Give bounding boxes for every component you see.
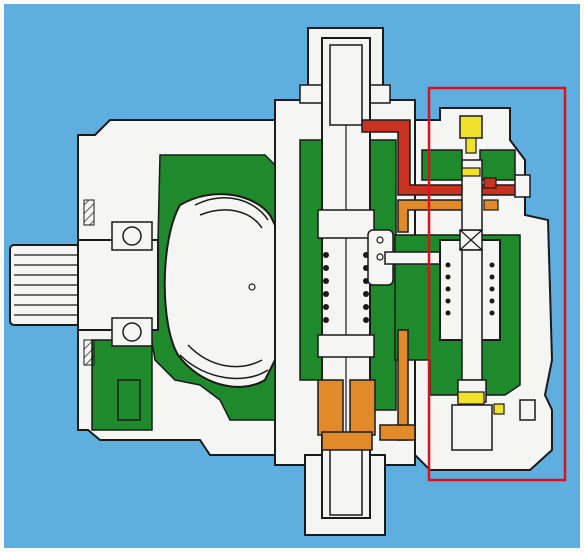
- bearing-icon: [83, 199, 153, 366]
- control-piston: [317, 329, 416, 451]
- splined-shaft-icon: [9, 239, 159, 331]
- swashplate-icon: [163, 193, 276, 388]
- port-fitting: [514, 174, 536, 421]
- valve-spring: [445, 262, 495, 316]
- adjust-screw: [457, 115, 505, 415]
- highlight-box: [427, 86, 567, 482]
